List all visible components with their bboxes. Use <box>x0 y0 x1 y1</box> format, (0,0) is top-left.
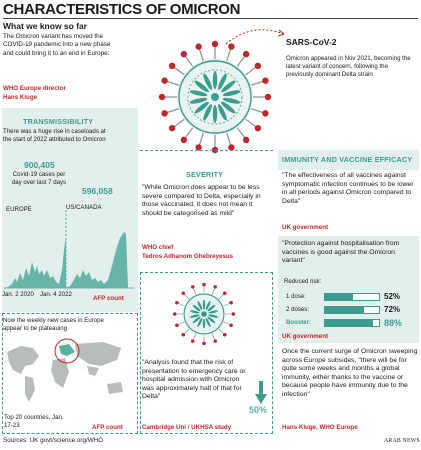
world-map <box>3 338 135 410</box>
intro-text: The Omicron variant has moved the COVID-… <box>3 33 111 57</box>
virus-illustration <box>158 40 272 154</box>
virus-description: Omicron appeared in Nov 2021, becoming t… <box>286 55 411 78</box>
severity-source-title: WHO chief <box>142 244 174 251</box>
immunity-source-2: UK government <box>282 333 329 340</box>
immunity-quote-2: "Protection against hospitalisation from… <box>282 240 400 265</box>
date-start: Jan. 2 2020 <box>2 291 34 298</box>
immunity-heading-band <box>278 150 419 170</box>
page-subtitle: What we know so far <box>3 21 88 31</box>
down-arrow-icon <box>255 381 267 404</box>
region-europe-label: EUROPE <box>6 206 32 213</box>
severity-quote: "While Omicron does appear to be less se… <box>142 184 261 217</box>
small-virus-illustration <box>172 282 236 346</box>
immunity-source-1: UK government <box>282 224 329 231</box>
bar-fill <box>325 319 373 326</box>
immunity-source-3: Hans Kluge, WHO Europe <box>282 424 358 431</box>
immunity-quote-3: Once the current surge of Omicron sweepi… <box>282 348 418 398</box>
pointer-arrow <box>225 29 285 45</box>
reduced-risk-label: Reduced risk: <box>284 278 322 285</box>
bar-track <box>324 318 380 327</box>
virus-name: SARS-CoV-2 <box>286 37 337 47</box>
bar-fill <box>325 293 354 300</box>
plateau-panel <box>2 313 138 434</box>
bar-track <box>324 305 380 314</box>
region-us-canada-label: US/CANADA <box>66 204 102 211</box>
bar-row-booster: Booster: 88% <box>286 316 416 329</box>
case-wave-chart <box>4 210 134 289</box>
transmissibility-source: AFP count <box>93 295 124 302</box>
hospital-source: Cambridge Uni / UKHSA study <box>142 424 232 431</box>
plateau-text: Now the weekly new cases in Europe appea… <box>3 317 104 332</box>
plateau-source: AFP count <box>92 424 123 431</box>
immunity-quote-1: "The effectiveness of all vaccines again… <box>282 172 414 205</box>
europe-wave <box>4 236 66 288</box>
plateau-caption: Top 20 countries, Jan. 17-23 <box>4 414 64 429</box>
case-count-label: Covid-19 cases per day over last 7 days <box>11 171 67 186</box>
bar-fill <box>325 306 364 313</box>
title-divider <box>3 18 418 19</box>
bar-row-2-doses: 2 doses: 72% <box>286 303 416 316</box>
bar-value: 88% <box>384 317 403 328</box>
intro-source-title: WHO Europe director <box>3 85 66 92</box>
bar-track <box>324 292 380 301</box>
bar-label: 1 dose: <box>286 292 306 300</box>
footer-sources: Sources: UK govt/science.org/WHO <box>3 437 104 444</box>
bar-label: Booster: <box>286 318 312 326</box>
page-title: CHARACTERISTICS OF OMICRON <box>3 1 241 18</box>
us-canada-wave <box>66 232 128 288</box>
us-canada-case-count: 596,058 <box>82 186 113 196</box>
severity-heading: SEVERITY <box>186 170 224 179</box>
immunity-heading: IMMUNITY AND VACCINE EFFICACY <box>282 155 413 164</box>
bar-value: 52% <box>384 292 401 301</box>
severity-panel <box>140 150 273 270</box>
reduced-risk-bars: 1 dose: 52% 2 doses: 72% Booster: 88% <box>286 290 416 329</box>
europe-case-count: 900,405 <box>24 160 55 170</box>
bar-label: 2 doses: <box>286 305 310 313</box>
hospital-panel <box>140 272 273 434</box>
bar-row-1-dose: 1 dose: 52% <box>286 290 416 303</box>
hospital-quote: "Analysis found that the risk of present… <box>142 359 246 401</box>
hospital-risk-value: 50% <box>249 405 268 415</box>
transmissibility-text: There was a huge rise in caseloads at th… <box>3 128 106 143</box>
footer-brand: ARAB NEWS <box>384 438 420 444</box>
date-end: Jan. 4 2022 <box>40 291 72 298</box>
bar-value: 72% <box>384 305 401 314</box>
severity-source-name: Tedros Adhanom Ghebreyesus <box>142 253 234 260</box>
transmissibility-heading: TRANSMISSIBILITY <box>23 117 94 126</box>
intro-source-name: Hans Kluge <box>3 94 38 101</box>
